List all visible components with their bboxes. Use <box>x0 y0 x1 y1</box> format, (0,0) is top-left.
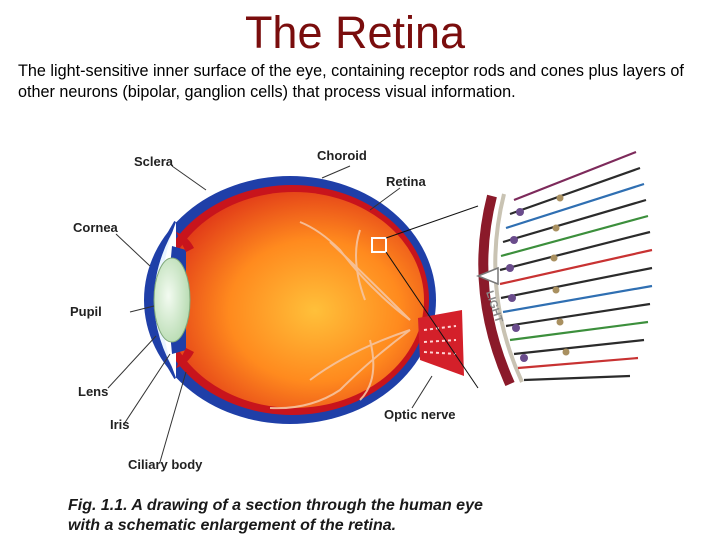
optic-nerve <box>418 310 464 376</box>
intro-text: The light-sensitive inner surface of the… <box>18 62 684 101</box>
figure-caption: Fig. 1.1. A drawing of a section through… <box>68 496 628 536</box>
photoreceptor-rows <box>499 150 653 382</box>
label-pupil: Pupil <box>70 304 102 319</box>
label-choroid: Choroid <box>317 148 367 163</box>
caption-line-2: with a schematic enlargement of the reti… <box>68 517 397 534</box>
leader-lines <box>107 165 433 463</box>
label-ciliary-body: Ciliary body <box>128 457 203 472</box>
retina-enlargement <box>478 150 653 387</box>
ciliary-body <box>176 232 194 252</box>
retina-choroid-band <box>478 194 515 387</box>
label-lens: Lens <box>78 384 108 399</box>
eyeball-interior <box>164 192 424 408</box>
retina-callout-box <box>371 237 387 253</box>
label-sclera: Sclera <box>134 154 174 169</box>
bipolar-cells <box>550 194 570 356</box>
label-retina: Retina <box>386 174 427 189</box>
label-iris: Iris <box>110 417 130 432</box>
label-cornea: Cornea <box>73 220 119 235</box>
lens <box>153 257 191 343</box>
label-optic-nerve: Optic nerve <box>384 407 456 422</box>
caption-line-1: Fig. 1.1. A drawing of a section through… <box>68 497 483 514</box>
ganglion-cells <box>506 208 528 362</box>
page-title: The Retina <box>244 7 466 58</box>
retinal-vessels <box>269 221 411 410</box>
